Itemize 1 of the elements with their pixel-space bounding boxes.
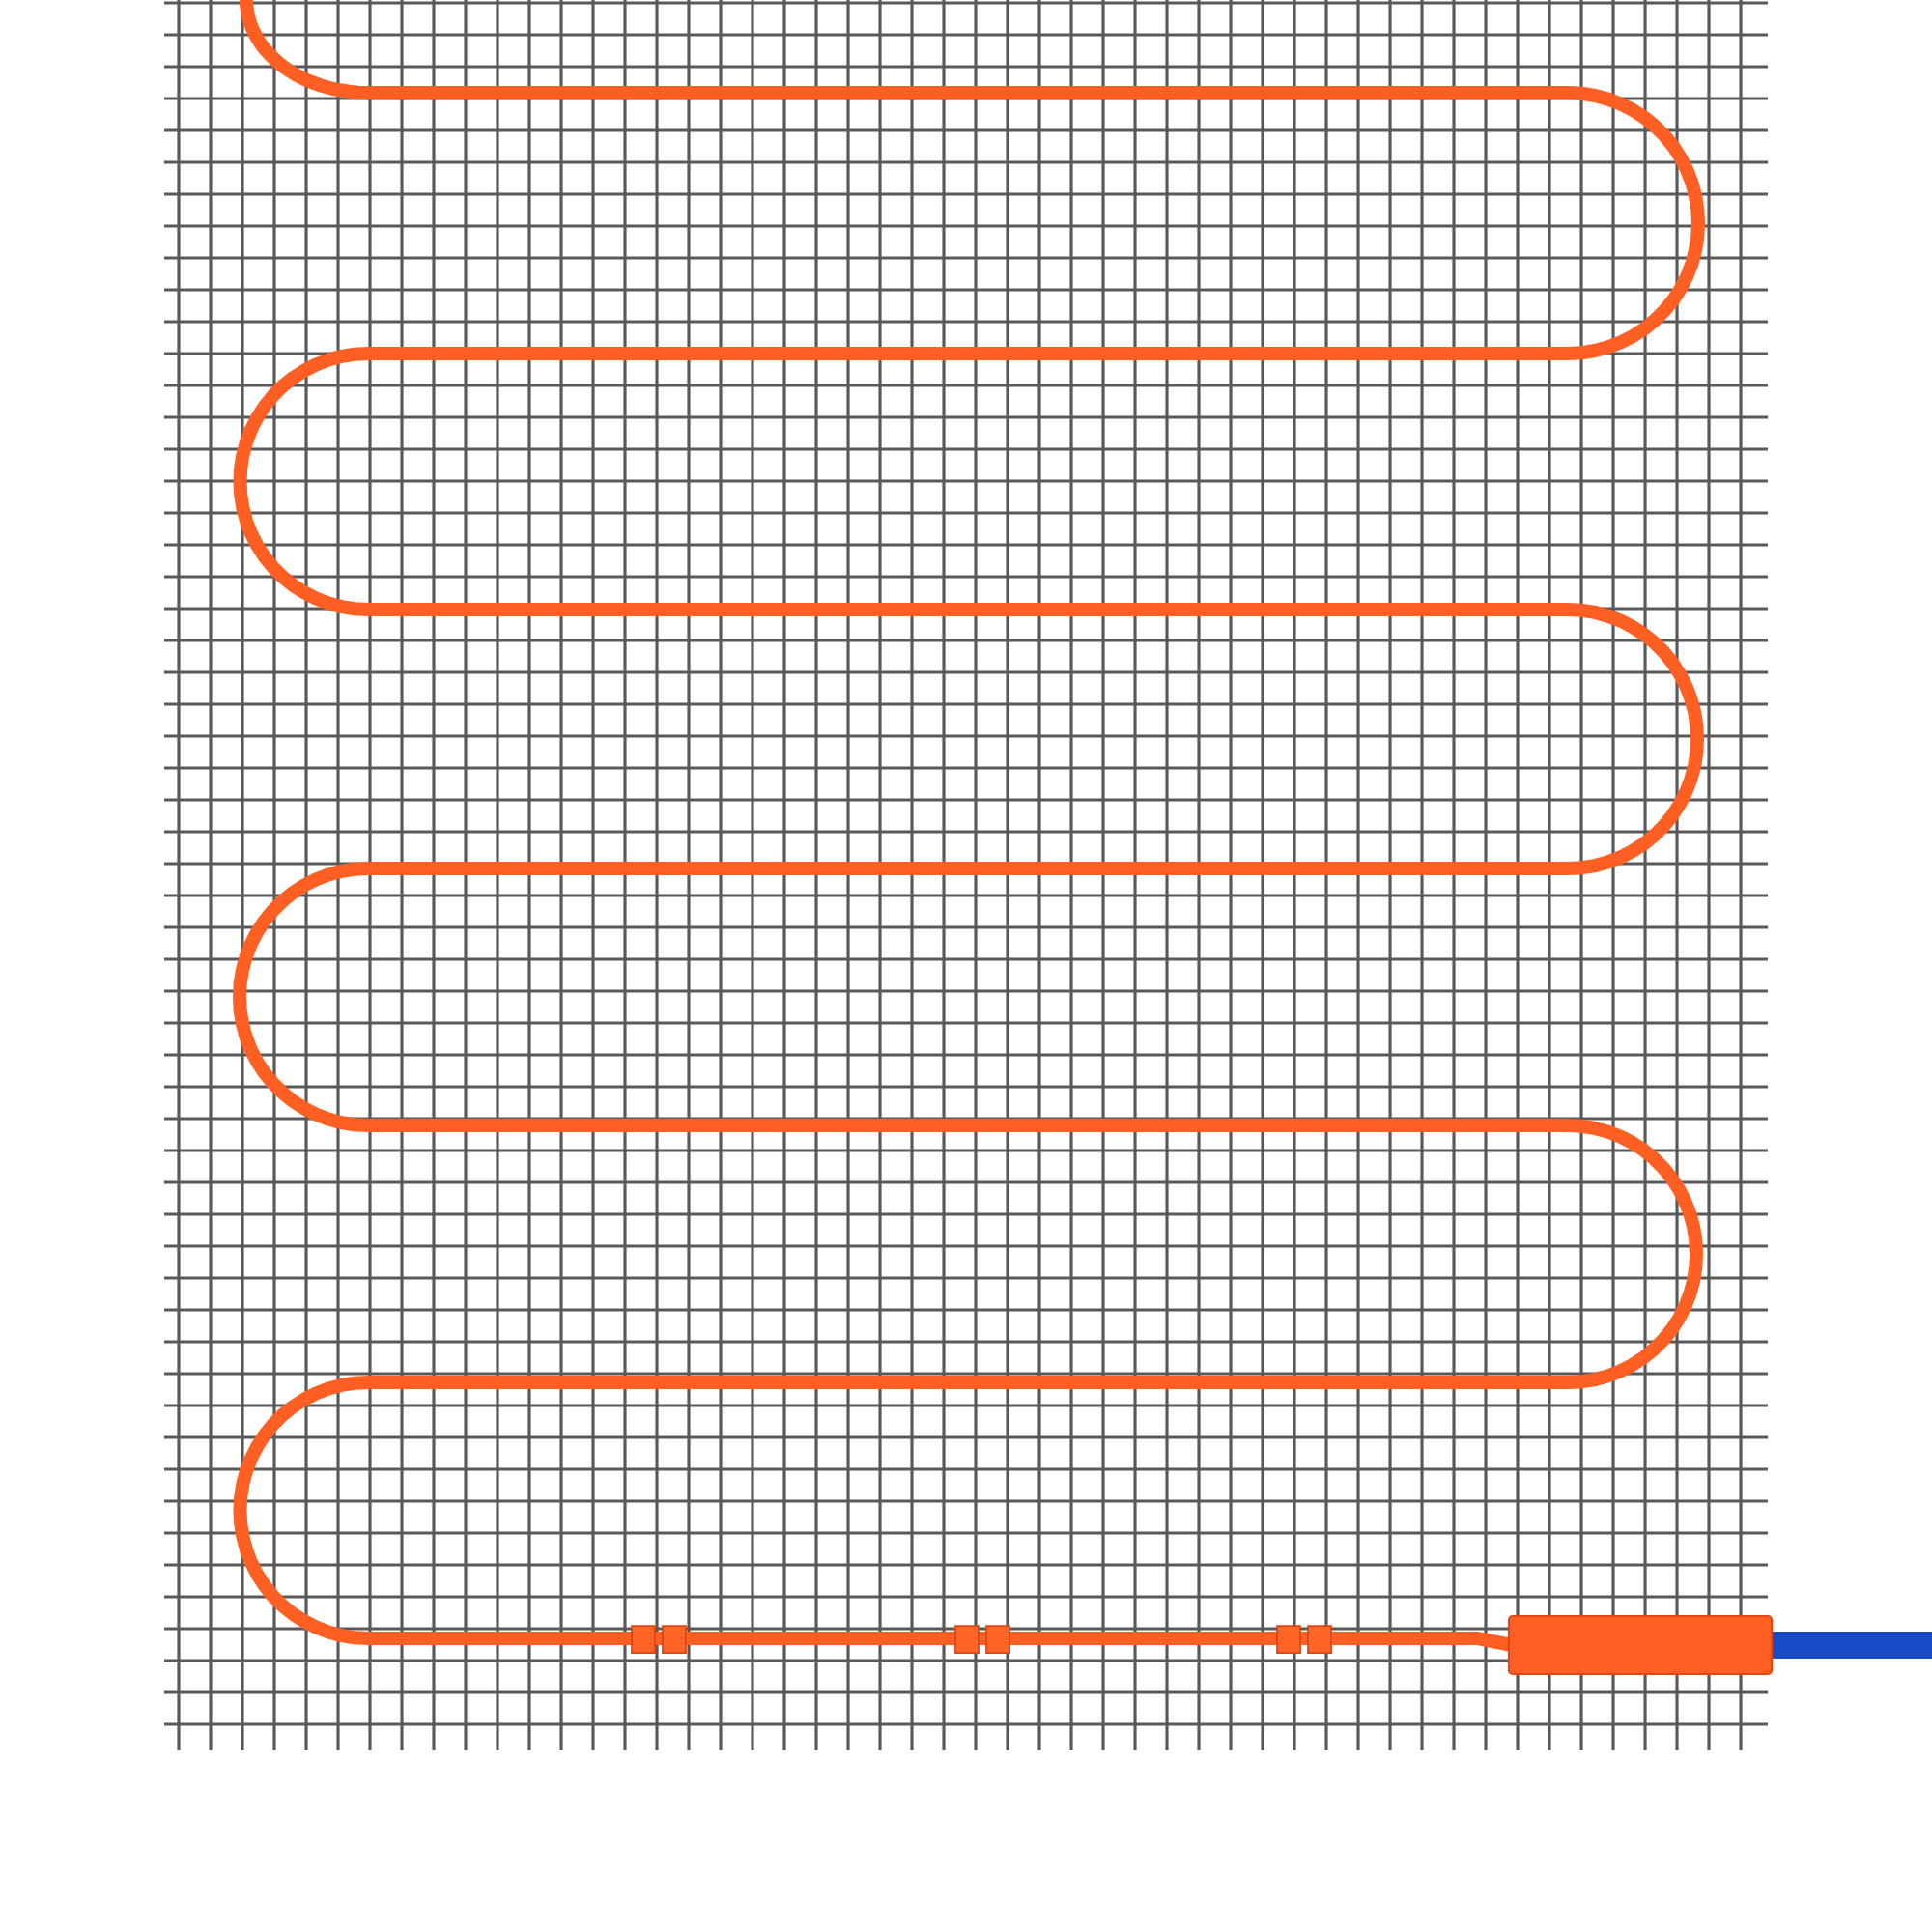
connector-sleeve [1507, 1614, 1774, 1676]
